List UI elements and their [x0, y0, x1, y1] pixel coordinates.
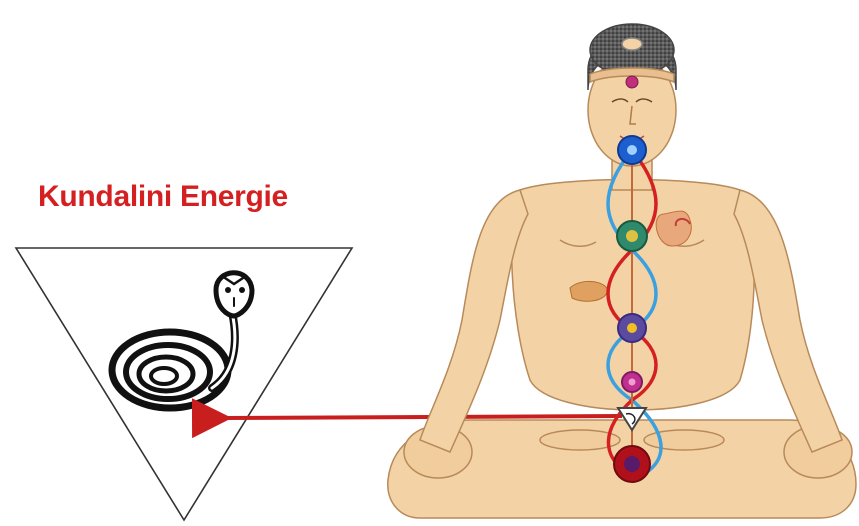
chakra-sacral-icon — [622, 372, 642, 392]
chakra-heart-icon — [617, 221, 647, 251]
chakra-throat-icon — [618, 136, 646, 164]
chakra-third-eye-icon — [626, 76, 638, 88]
liver-illustration — [570, 281, 608, 301]
heart-lungs-illustration — [656, 211, 691, 246]
energy-arrow — [224, 416, 622, 418]
meditating-figure — [388, 24, 856, 518]
chakra-solar-plexus-icon — [618, 314, 646, 342]
chakra-root-icon — [614, 446, 650, 482]
